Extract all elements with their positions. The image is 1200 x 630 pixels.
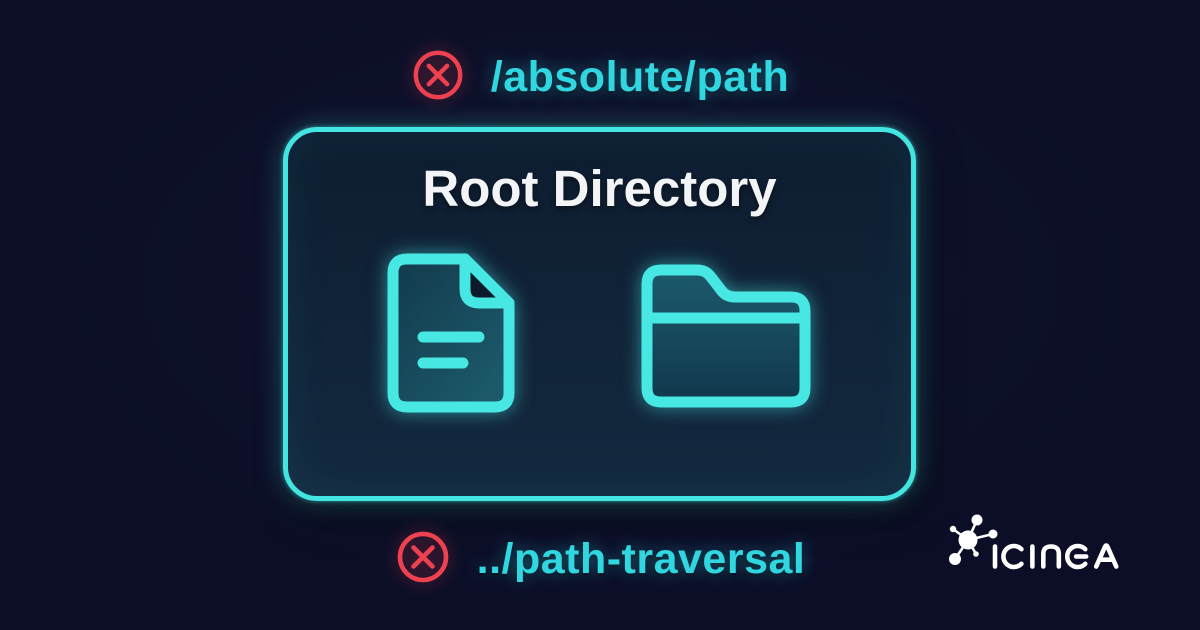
- root-directory-box: Root Directory: [283, 127, 916, 501]
- x-circle-icon: [411, 48, 465, 107]
- icinga-logo: [941, 506, 1141, 598]
- root-directory-title: Root Directory: [422, 160, 777, 217]
- absolute-path-text: /absolute/path: [490, 52, 790, 101]
- path-traversal-text: ../path-traversal: [476, 534, 806, 583]
- x-circle-icon: [395, 529, 451, 590]
- path-traversal-label: ../path-traversal: [0, 530, 1200, 588]
- icinga-wordmark: [992, 543, 1119, 570]
- icinga-molecule-icon: [943, 510, 1005, 577]
- absolute-path-label: /absolute/path: [0, 50, 1200, 104]
- directory-contents: [288, 251, 911, 420]
- file-icon: [385, 251, 517, 420]
- folder-icon: [637, 256, 815, 415]
